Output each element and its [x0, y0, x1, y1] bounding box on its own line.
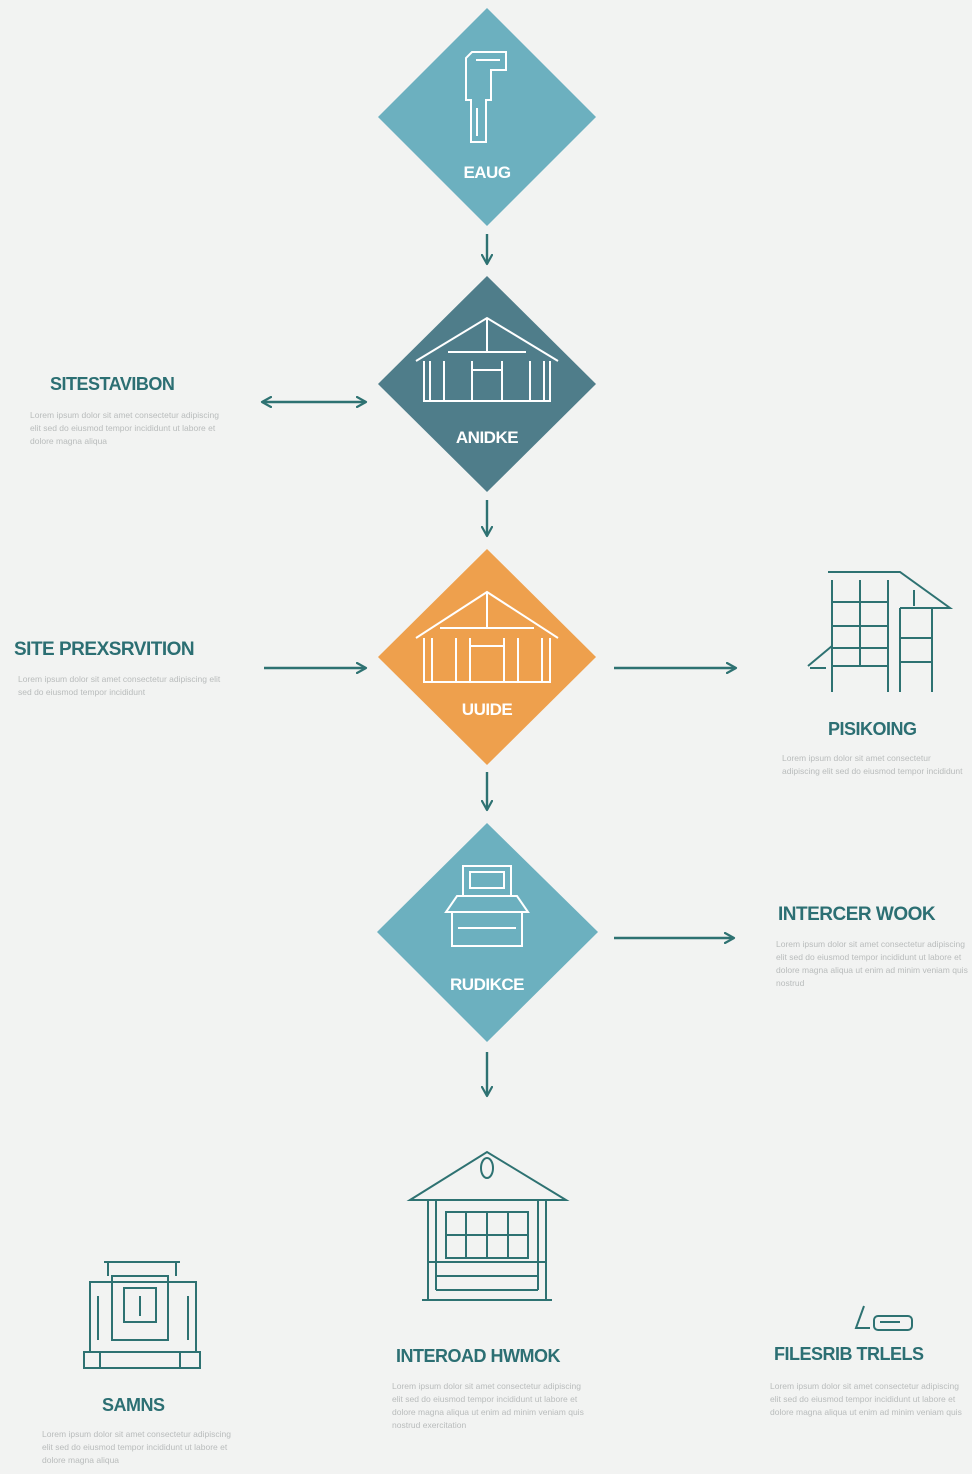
- diamond-label: EAUG: [463, 163, 510, 182]
- scaffold-frame-icon: [807, 571, 954, 692]
- heading-framing: PISIKOING: [828, 719, 917, 739]
- heading-interior-work: INTERCER WOOK: [778, 904, 936, 925]
- diamond-step-1: EAUG: [378, 8, 596, 226]
- desc-site-preparation: Lorem ipsum dolor sit amet consectetur a…: [18, 674, 221, 697]
- diamond-shape: [377, 823, 598, 1042]
- desc-interior-bottom: Lorem ipsum dolor sit amet consectetur a…: [392, 1381, 584, 1430]
- heading-interior-bottom: INTEROAD HWMOK: [396, 1346, 560, 1366]
- door-frame-icon: [465, 51, 507, 143]
- heading-finish: FILESRIB TRLELS: [774, 1344, 924, 1364]
- diamond-shape: [378, 549, 596, 765]
- spray-tool-icon: [854, 1305, 913, 1331]
- desc-site-estimation: Lorem ipsum dolor sit amet consectetur a…: [30, 410, 219, 446]
- desc-samns: Lorem ipsum dolor sit amet consectetur a…: [42, 1429, 231, 1465]
- house-window-icon: [406, 1150, 570, 1301]
- diamond-label: RUDIKCE: [450, 975, 524, 994]
- heading-samns: SAMNS: [102, 1395, 165, 1415]
- cabinet-icon: [444, 865, 530, 947]
- diamond-step-3: UUIDE: [378, 549, 596, 765]
- heading-site-preparation: SITE PREXSRVITION: [14, 639, 195, 660]
- diamond-step-4: RUDIKCE: [377, 823, 598, 1042]
- diamond-shape: [378, 276, 596, 492]
- horizontal-connectors: [262, 402, 736, 938]
- desc-framing: Lorem ipsum dolor sit amet consectetur a…: [782, 753, 963, 780]
- diamond-label: ANIDKE: [456, 428, 518, 447]
- house-frame-icon: [415, 590, 559, 683]
- diamond-label: UUIDE: [462, 700, 513, 719]
- diamond-step-2: ANIDKE: [378, 276, 596, 492]
- machine-icon: [83, 1261, 201, 1369]
- desc-interior-work: Lorem ipsum dolor sit amet consectetur a…: [776, 939, 968, 988]
- desc-finish: Lorem ipsum dolor sit amet consectetur a…: [770, 1381, 962, 1417]
- heading-site-estimation: SITESTAVIBON: [50, 374, 175, 394]
- house-frame-icon: [415, 316, 559, 402]
